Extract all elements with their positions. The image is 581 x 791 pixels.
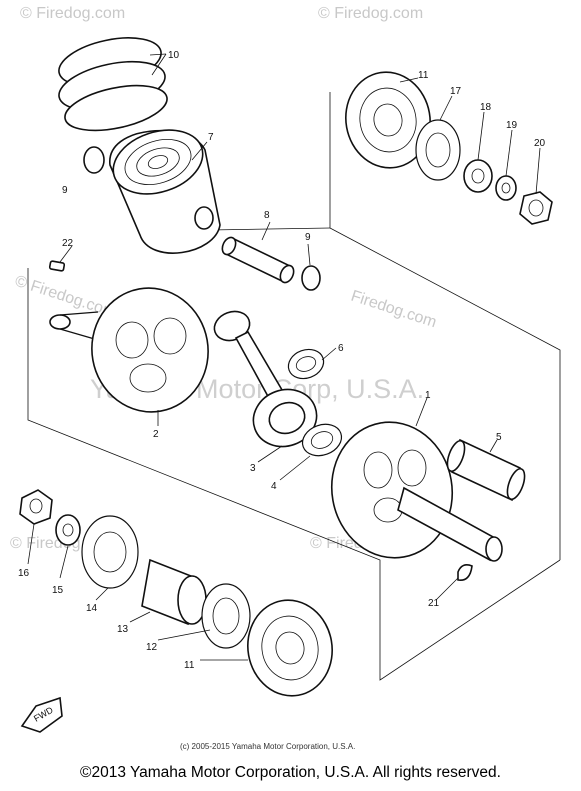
callout-numbers: 10 7 9 8 9 22 11 17 18 19 20 6 1 2 5 3 4… [18,50,546,671]
leader-lines [27,77,541,661]
callout-4: 4 [271,481,277,492]
big-end-bearing [301,423,343,457]
callout-5: 5 [496,432,502,443]
woodruff-key-21 [457,564,473,582]
crank-half-right [330,421,503,562]
woodruff-key-22 [48,260,66,272]
oil-seal-upper [415,119,461,181]
callout-9-lower: 9 [305,232,311,243]
callout-11-lower: 11 [184,660,195,671]
washer-15 [55,514,81,546]
callout-14: 14 [86,603,98,614]
callout-21: 21 [428,598,440,609]
washer-19 [495,175,517,201]
callout-19: 19 [506,120,518,131]
callout-8: 8 [264,210,270,221]
bearing-upper [345,71,431,169]
front-direction-marker: FWD [20,696,63,733]
small-end-bearing [287,348,325,380]
assembly-boundary-lines [27,92,561,681]
spacer-18 [463,159,493,193]
callout-15: 15 [52,585,64,596]
piston [109,129,221,254]
nut-20 [519,191,553,225]
callout-3: 3 [250,463,256,474]
connecting-rod [213,310,318,448]
callout-9-upper: 9 [62,185,68,196]
callout-17: 17 [450,86,462,97]
crank-half-left [49,287,209,413]
nut-16 [19,489,53,525]
callout-10: 10 [168,50,180,61]
bearing-lower [247,599,333,697]
callout-2: 2 [153,429,159,440]
callout-7: 7 [208,132,214,143]
primary-drive-gear [81,515,139,589]
collar-13 [141,558,207,626]
diagram-copyright: (c) 2005-2015 Yamaha Motor Corporation, … [180,742,355,751]
callout-11-upper: 11 [418,70,429,81]
piston-rings [58,37,168,132]
watermark-right-mid: Firedog.com [349,288,439,332]
callout-1: 1 [425,390,431,401]
callout-22: 22 [62,238,74,249]
circlip-upper [83,146,105,174]
page-footer-copyright: ©2013 Yamaha Motor Corporation, U.S.A. A… [80,764,501,781]
callout-13: 13 [117,624,129,635]
piston-pin [221,236,295,284]
oil-seal-lower [201,583,251,649]
callout-12: 12 [146,642,158,653]
circlip-lower [301,265,321,291]
callout-18: 18 [480,102,492,113]
watermark-topright: © Firedog.com [318,5,423,22]
crank-pin [446,438,526,502]
watermark-topleft: © Firedog.com [20,5,125,22]
callout-6: 6 [338,343,344,354]
callout-20: 20 [534,138,546,149]
callout-16: 16 [18,568,30,579]
